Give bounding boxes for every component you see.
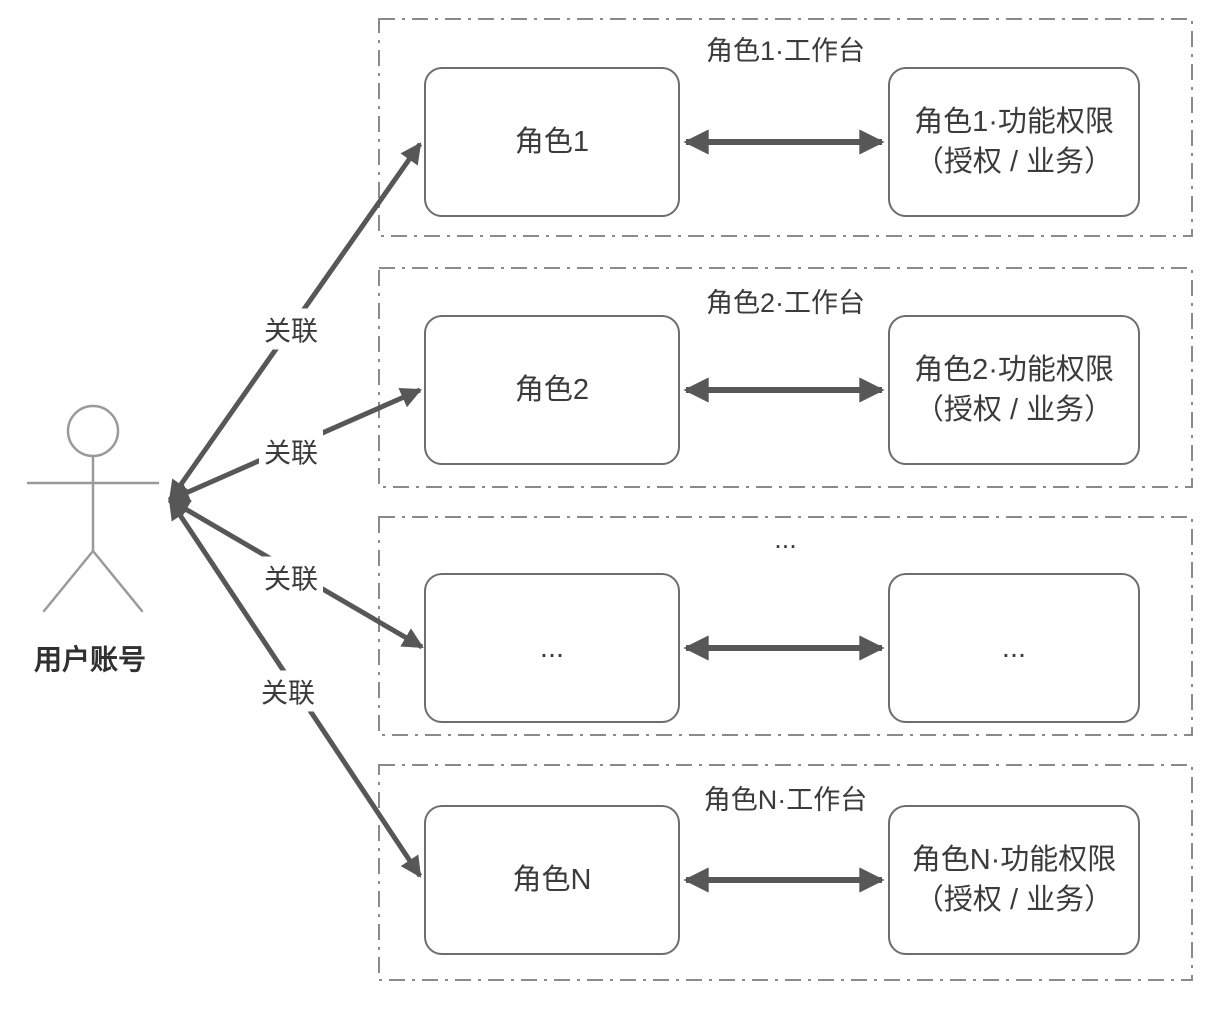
edge-label-4: 关联 [256, 670, 320, 712]
association-connectors [167, 142, 424, 878]
edge-label-3: 关联 [259, 556, 323, 598]
workbench-title-3: ... [774, 524, 797, 554]
perm-box-N-line1: 角色N·功能权限 [911, 844, 1117, 876]
actor-leg-right [91, 549, 144, 613]
role-box-1-label: 角色1 [514, 126, 590, 158]
role-box-N-label: 角色N [512, 864, 592, 896]
bidirectional-arrows [683, 129, 885, 893]
perm-box-1-line1: 角色1·功能权限 [914, 106, 1114, 138]
perm-box-2-line2: （授权 / 业务） [914, 394, 1114, 426]
perm-box-N-line2: （授权 / 业务） [914, 884, 1114, 916]
role-box-2-label: 角色2 [514, 374, 590, 406]
workbench-title-1: 角色1·工作台 [705, 36, 865, 66]
workbench-title-4: 角色N·工作台 [703, 785, 868, 815]
workbench-group-border-1 [378, 18, 1193, 237]
perm-box-1-line2: （授权 / 业务） [914, 146, 1114, 178]
edge-label-1: 关联 [259, 308, 323, 350]
perm-box-1: 角色1·功能权限 （授权 / 业务） [888, 67, 1140, 217]
actor-leg-left [42, 549, 95, 613]
perm-box-2-line1: 角色2·功能权限 [914, 354, 1114, 386]
actor-head [66, 404, 120, 458]
perm-box-ellipsis: ... [888, 573, 1140, 723]
user-actor-figure [26, 404, 160, 613]
role-box-1: 角色1 [424, 67, 680, 217]
workbench-title-2: 角色2·工作台 [705, 288, 865, 318]
edge-label-2: 关联 [259, 430, 323, 472]
role-box-ellipsis: ... [424, 573, 680, 723]
perm-box-N: 角色N·功能权限 （授权 / 业务） [888, 805, 1140, 955]
role-box-N: 角色N [424, 805, 680, 955]
perm-box-ellipsis-line1: ... [1001, 632, 1027, 664]
role-box-ellipsis-label: ... [539, 632, 565, 664]
user-account-label: 用户账号 [33, 644, 147, 675]
role-box-2: 角色2 [424, 315, 680, 465]
perm-box-2: 角色2·功能权限 （授权 / 业务） [888, 315, 1140, 465]
